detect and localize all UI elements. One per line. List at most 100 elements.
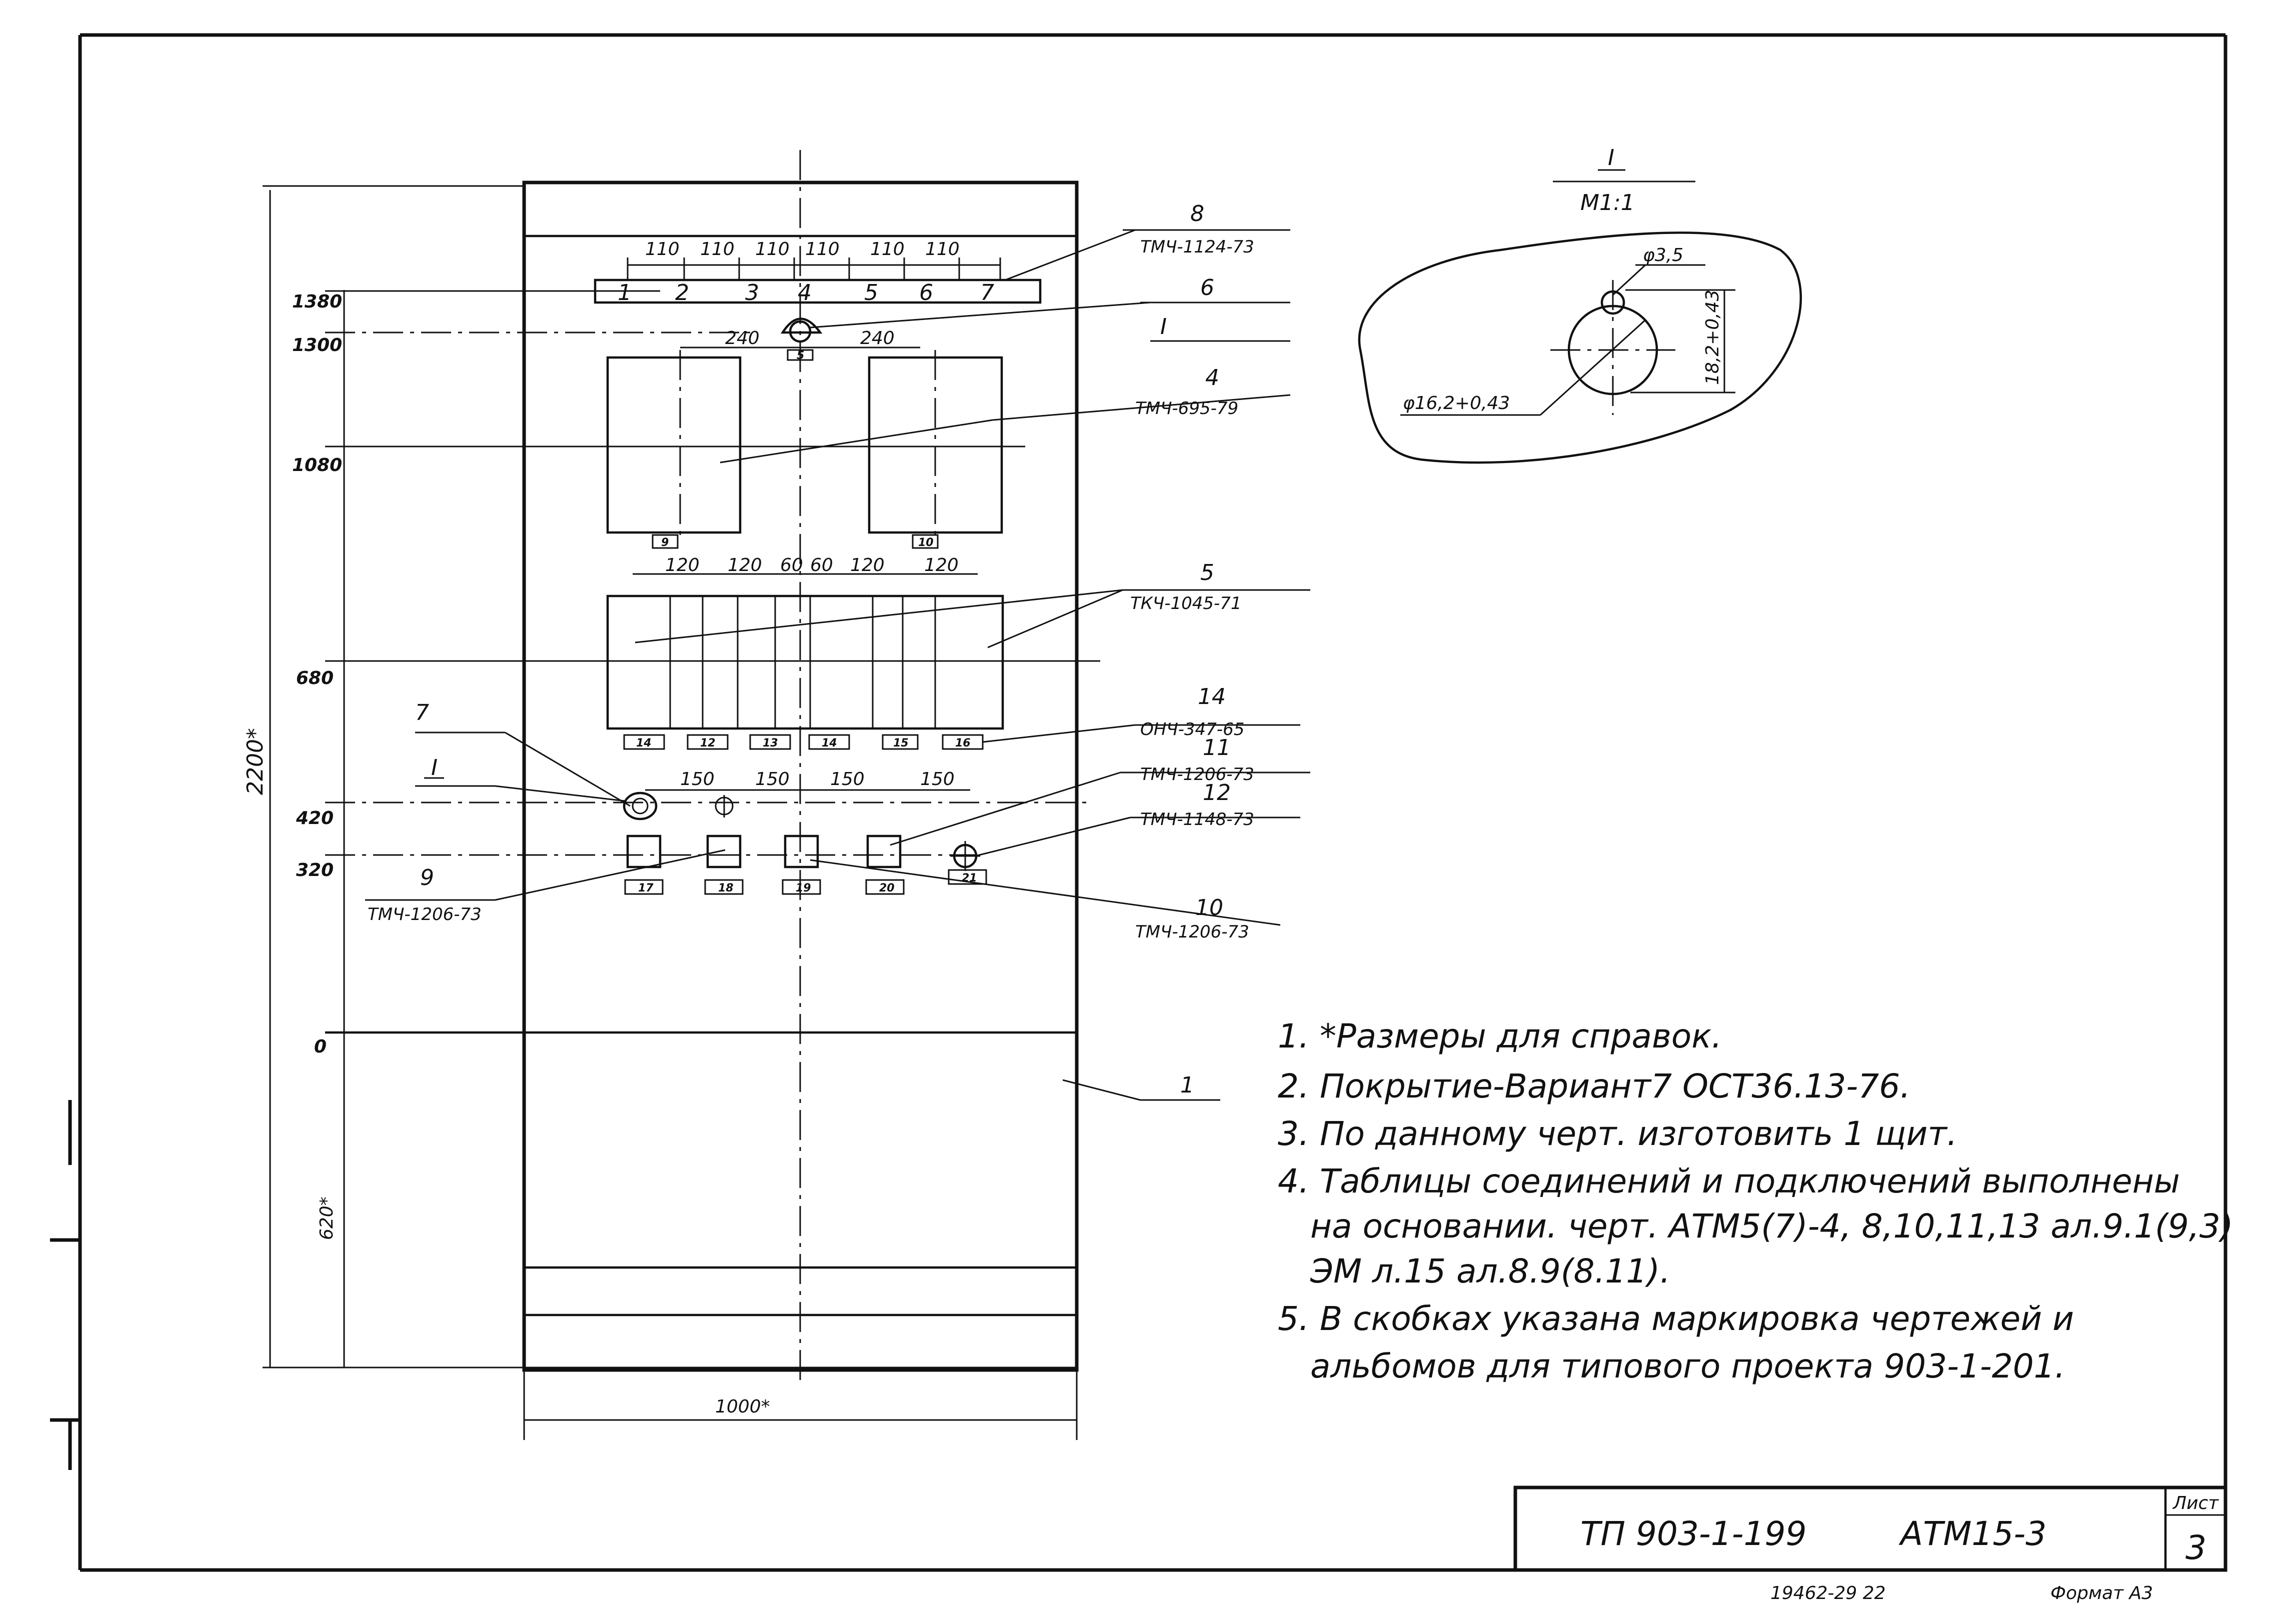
- relay-slot-tag-4: 14: [822, 737, 837, 750]
- lamp-dim-1: 150: [680, 769, 715, 790]
- switch-6: 5 240 240: [680, 318, 920, 362]
- callout-5-code: ТКЧ-1045-71: [1130, 594, 1242, 614]
- title-sheet-label: Лист: [2172, 1493, 2219, 1514]
- strip-cell-1: 1: [618, 280, 632, 306]
- relay-dim-1: 120: [665, 555, 700, 576]
- callout-7-number: 7: [415, 700, 429, 726]
- callout-10-number: 10: [1195, 895, 1223, 920]
- callout-9-code: ТМЧ-1206-73: [368, 904, 482, 924]
- relay-dim-4: 60: [810, 555, 833, 576]
- callout-4-number: 4: [1205, 365, 1219, 390]
- strip-dim-5: 110: [870, 239, 905, 260]
- level-mark-1080: 1080: [292, 455, 342, 476]
- relay-block: 120 120 60 60 120 120 14 12 13 14 15 16: [606, 555, 1136, 750]
- callout-8-number: 8: [1190, 201, 1204, 226]
- footer-inventory: 19462-29 22: [1770, 1583, 1886, 1604]
- relay-dim-5: 120: [850, 555, 885, 576]
- slot-tag-top: 5: [797, 350, 804, 362]
- relay-slot-tag-6: 16: [955, 737, 971, 750]
- callout-leaders: [365, 229, 1310, 1101]
- strip-cell-3: 3: [745, 280, 759, 306]
- relay-slot-tag-2: 12: [700, 737, 716, 750]
- terminal-strip: 110 110 110 110 110 110 1 2 3 4 5 6 7: [594, 239, 1042, 306]
- callout-10-code: ТМЧ-1206-73: [1135, 922, 1249, 942]
- callout-section-number: I: [1160, 314, 1167, 340]
- overall-height-label: 2200*: [243, 728, 268, 795]
- relay-slot-tag-5: 15: [893, 737, 909, 750]
- lamp-dim-2: 150: [755, 769, 790, 790]
- callout-11-number: 11: [1203, 735, 1231, 760]
- strip-dim-6: 110: [925, 239, 960, 260]
- lower-height-label: 620*: [317, 1196, 337, 1240]
- callout-9-number: 9: [420, 865, 434, 890]
- callout-5-number: 5: [1200, 560, 1214, 586]
- relay-slot-tag-1: 14: [636, 737, 652, 750]
- callout-1-number: 1: [1180, 1072, 1194, 1098]
- note-line-7: 5. В скобках указана маркировка чертежей…: [1278, 1300, 2074, 1338]
- callouts: 8 ТМЧ-1124-73 6 I 4 ТМЧ-695-79 5 ТКЧ-104…: [368, 201, 1254, 1098]
- strip-cell-7: 7: [980, 280, 994, 306]
- level-mark-1380: 1380: [292, 292, 342, 312]
- title-project-code: ТП 903-1-199: [1580, 1514, 1807, 1553]
- note-line-6: ЭМ л.15 ал.8.9(8.11).: [1310, 1252, 1670, 1290]
- meters: 9 10: [606, 350, 1003, 549]
- lamp-row: 150 150 150 150 17 18 19 20 21: [623, 769, 987, 895]
- footer: 19462-29 22 Формат А3: [1770, 1583, 2153, 1604]
- lamp-dim-4: 150: [920, 769, 955, 790]
- relay-dim-2: 120: [728, 555, 762, 576]
- note-line-3: 3. По данному черт. изготовить 1 щит.: [1278, 1114, 1957, 1153]
- note-line-5: на основании. черт. АТМ5(7)-4, 8,10,11,1…: [1310, 1207, 2233, 1246]
- notes: 1. *Размеры для справок. 2. Покрытие-Вар…: [1278, 1017, 2233, 1386]
- relay-slot-tag-3: 13: [763, 737, 778, 750]
- detail-title: I: [1608, 145, 1614, 170]
- callout-14-number: 14: [1198, 684, 1226, 710]
- callout-11-code: ТМЧ-1206-73: [1140, 764, 1254, 784]
- detail-main-hole: φ16,2+0,43: [1403, 393, 1510, 414]
- level-mark-0: 0: [314, 1036, 327, 1057]
- level-mark-680: 680: [296, 668, 334, 688]
- strip-cell-5: 5: [864, 280, 878, 306]
- footer-format: Формат А3: [2050, 1583, 2153, 1604]
- strip-cell-2: 2: [675, 280, 689, 306]
- note-line-1: 1. *Размеры для справок.: [1278, 1017, 1722, 1056]
- callout-8-code: ТМЧ-1124-73: [1140, 237, 1254, 257]
- note-line-4: 4. Таблицы соединений и подключений выпо…: [1278, 1162, 2180, 1200]
- callout-12-code: ТМЧ-1148-73: [1140, 810, 1254, 830]
- detail-small-hole: φ3,5: [1643, 245, 1683, 266]
- detail-view: I М1:1 φ3,5 φ16,2+0,43 18,2+0,43: [1358, 145, 1802, 464]
- lower-slot-tag-1: 17: [638, 882, 654, 894]
- level-mark-420: 420: [296, 808, 334, 828]
- detail-height-dim: 18,2+0,43: [1702, 290, 1723, 385]
- strip-dim-3: 110: [755, 239, 790, 260]
- lower-slot-tag-4: 20: [879, 882, 895, 894]
- panel-body: [522, 150, 1079, 1380]
- lower-slot-tag-3: 19: [796, 882, 811, 894]
- detail-scale: М1:1: [1580, 190, 1635, 216]
- panel-width-label: 1000*: [715, 1396, 770, 1417]
- level-mark-1300: 1300: [292, 335, 342, 356]
- strip-cell-6: 6: [919, 280, 933, 306]
- dim-240-left: 240: [725, 328, 760, 348]
- callout-6-number: 6: [1200, 275, 1214, 300]
- level-marks: 1380 1300 1080 680 420 320 0 2200* 620* …: [243, 185, 1100, 1440]
- title-doc-code: АТМ15-3: [1898, 1514, 2046, 1553]
- note-line-2: 2. Покрытие-Вариант7 ОСТ36.13-76.: [1278, 1067, 1910, 1106]
- strip-dim-4: 110: [805, 239, 840, 260]
- dim-240-right: 240: [860, 328, 895, 348]
- note-line-8: альбомов для типового проекта 903-1-201.: [1310, 1347, 2065, 1386]
- strip-dim-2: 110: [700, 239, 735, 260]
- strip-dim-1: 110: [645, 239, 680, 260]
- title-block: ТП 903-1-199 АТМ15-3 Лист 3: [1513, 1486, 2227, 1572]
- meter-slot-tag-left: 9: [661, 536, 669, 549]
- lower-slot-tag-2: 18: [718, 882, 734, 894]
- meter-slot-tag-right: 10: [918, 536, 934, 549]
- strip-cell-4: 4: [798, 280, 812, 306]
- callout-14-code: ОНЧ-347-65: [1140, 720, 1244, 740]
- relay-dim-3: 60: [780, 555, 803, 576]
- title-sheet-number: 3: [2185, 1528, 2206, 1567]
- lamp-dim-3: 150: [830, 769, 865, 790]
- relay-dim-6: 120: [924, 555, 959, 576]
- callout-section-left: I: [431, 755, 438, 780]
- level-mark-320: 320: [296, 860, 334, 880]
